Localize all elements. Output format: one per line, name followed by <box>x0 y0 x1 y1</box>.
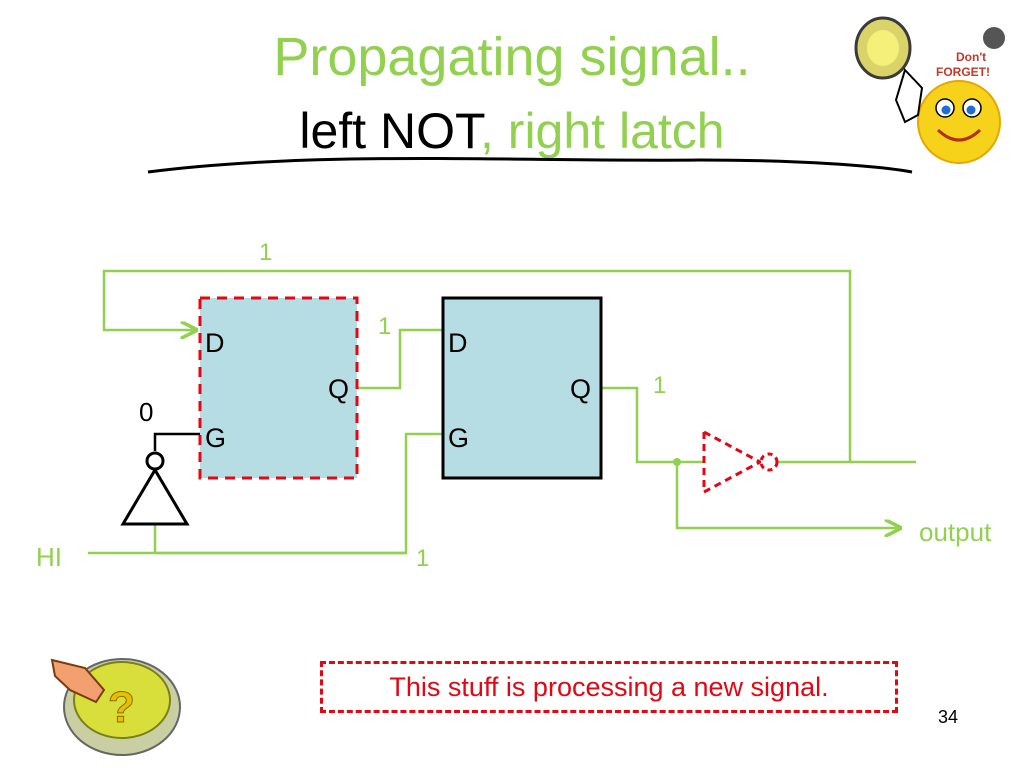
left-latch-g-label: G <box>205 423 226 453</box>
question-mark-logo: ? <box>108 683 135 732</box>
value-hi-line: 1 <box>416 545 429 572</box>
wires <box>88 269 916 555</box>
value-feedback-top: 1 <box>259 239 272 266</box>
not-gate-bubble <box>145 451 165 471</box>
title-comma: , <box>480 103 494 159</box>
output-wire <box>675 462 900 528</box>
processing-note: This stuff is processing a new signal. <box>320 661 898 713</box>
value-right-q-out: 1 <box>653 372 666 399</box>
right-latch <box>441 296 603 480</box>
not-gate-triangle <box>120 467 190 526</box>
right-latch-d-label: D <box>448 328 468 358</box>
right-q-out-wire <box>601 386 704 464</box>
badge-button-shine <box>867 30 899 66</box>
title-right-latch: right latch <box>493 103 725 159</box>
smiley-right-pupil <box>966 105 976 115</box>
dont-forget-badge: Don't FORGET! <box>854 16 1005 164</box>
smiley-face-icon <box>917 80 1001 164</box>
left-q-to-right-d-wire <box>357 328 443 390</box>
slide-title-line1: Propagating signal.. <box>273 27 751 87</box>
left-latch-q-label: Q <box>328 374 349 404</box>
title-left-not: left NOT <box>299 103 480 159</box>
dont-forget-text-logo: Don't <box>956 50 986 64</box>
left-latch <box>198 296 359 480</box>
question-button-icon <box>73 661 171 739</box>
hi-input-label: HI <box>36 542 62 572</box>
output-label: output <box>919 517 992 547</box>
right-latch-q-label: Q <box>570 374 591 404</box>
slide-title-line2: left NOT, right latch <box>0 102 1024 160</box>
not-to-left-g-wire <box>153 432 200 451</box>
title-underline <box>147 157 913 174</box>
forget-text-logo: FORGET! <box>936 65 990 79</box>
junction-dot <box>673 458 681 466</box>
feedback-wire <box>102 269 916 464</box>
output-not-bubble <box>759 452 779 472</box>
badge-small-button-icon <box>983 27 1005 49</box>
output-not-gate <box>702 429 764 495</box>
question-badge: ? <box>50 658 181 756</box>
value-not-output: 0 <box>139 397 153 427</box>
page-number: 34 <box>938 707 959 727</box>
smiley-mouth <box>936 128 982 142</box>
pointing-hand-icon <box>894 68 924 124</box>
smiley-left-pupil <box>941 105 951 115</box>
left-latch-d-label: D <box>205 328 225 358</box>
value-between-latches: 1 <box>378 313 391 340</box>
right-latch-g-label: G <box>448 423 469 453</box>
question-hand-icon <box>50 658 106 704</box>
